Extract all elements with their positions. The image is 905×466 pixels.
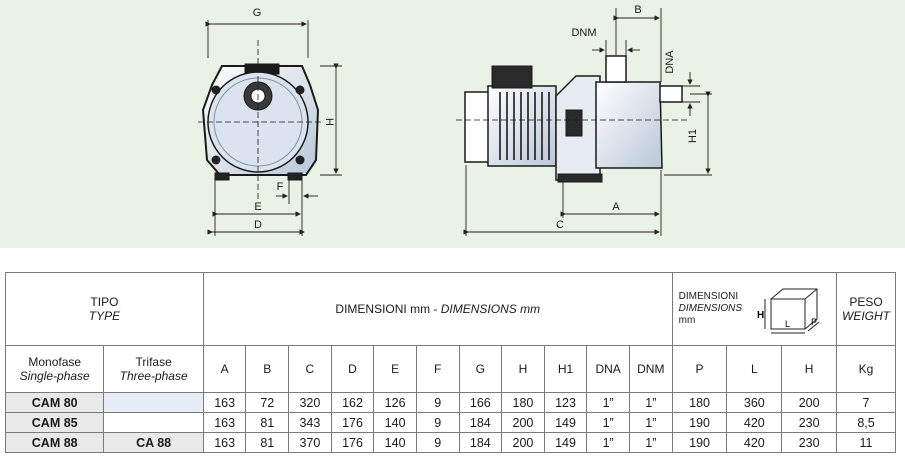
col-header: DNM [628, 345, 673, 393]
dim-label-g: G [253, 7, 262, 19]
dim-label-b: B [634, 4, 641, 16]
packing-dimensions-header: DIMENSIONI DIMENSIONS mm H L P [671, 272, 838, 346]
weight-header: PESO WEIGHT [836, 272, 896, 346]
table-cell: 184 [458, 412, 503, 433]
table-cell: 7 [836, 392, 896, 413]
col-header: Kg [836, 345, 896, 393]
svg-text:L: L [785, 319, 790, 329]
table-cell: 72 [245, 392, 290, 413]
col-header: H [781, 345, 838, 393]
packing-box-icon: H L P [757, 288, 819, 334]
model-three-phase [103, 392, 204, 413]
dim-label-f: F [277, 181, 284, 193]
table-cell: 200 [501, 432, 545, 453]
table-cell: 1” [586, 432, 630, 453]
table-cell: 230 [781, 412, 838, 433]
table-cell: 9 [415, 432, 460, 453]
table-cell: 149 [543, 432, 588, 453]
col-header: L [726, 345, 783, 393]
table-cell: 81 [245, 412, 290, 433]
table-cell: 370 [288, 432, 332, 453]
table-cell: 149 [543, 412, 588, 433]
col-header: P [671, 345, 728, 393]
table-cell: 1” [586, 412, 630, 433]
table-cell: 163 [202, 392, 247, 413]
table-cell: 163 [202, 432, 247, 453]
table-cell: 123 [543, 392, 588, 413]
dim-label-c: C [556, 219, 564, 231]
table-cell: 126 [373, 392, 417, 413]
pump-side-view [456, 55, 690, 183]
table-cell: 360 [726, 392, 783, 413]
table-cell: 1” [586, 392, 630, 413]
dim-label-h1: H1 [687, 129, 699, 143]
table-header-row: TIPO TYPE DIMENSIONI mm - DIMENSIONS mm … [5, 272, 896, 346]
table-cell: 140 [373, 412, 417, 433]
col-header: A [202, 345, 247, 393]
dim-label-e: E [254, 201, 261, 213]
model-three-phase: CA 88 [103, 432, 204, 453]
dim-label-dnm: DNM [571, 27, 596, 39]
pump-drawing: G H F E D [198, 4, 712, 236]
table-cell: 190 [671, 412, 728, 433]
table-row: CAM 80 163 72 320 162 126 9 166 180 123 … [4, 392, 896, 413]
table-cell: 163 [202, 412, 247, 433]
type-header: TIPO TYPE [5, 272, 204, 346]
col-header: B [245, 345, 290, 393]
table-row: CAM 88 CA 88 163 81 370 176 140 9 184 20… [4, 432, 896, 453]
side-dimension-lines [463, 8, 712, 236]
dim-label-a: A [612, 201, 620, 213]
table-cell: 343 [288, 412, 332, 433]
table-cell: 1” [628, 412, 673, 433]
table-cell: 166 [458, 392, 503, 413]
table-subheader-row: Monofase Single-phase Trifase Three-phas… [4, 345, 896, 393]
table-cell: 11 [836, 432, 896, 453]
table-cell: 200 [781, 392, 838, 413]
table-cell: 9 [415, 412, 460, 433]
model-single-phase: CAM 85 [4, 412, 105, 433]
col-header: H [501, 345, 545, 393]
table-row: CAM 85 163 81 343 176 140 9 184 200 149 … [4, 412, 896, 433]
table-cell: 81 [245, 432, 290, 453]
svg-text:P: P [811, 317, 817, 327]
dim-label-h: H [323, 118, 335, 126]
table-cell: 8,5 [836, 412, 896, 433]
dimensions-table: TIPO TYPE DIMENSIONI mm - DIMENSIONS mm … [4, 272, 896, 453]
table-cell: 9 [415, 392, 460, 413]
table-cell: 140 [373, 432, 417, 453]
table-cell: 176 [330, 412, 375, 433]
table-cell: 320 [288, 392, 332, 413]
svg-text:H: H [757, 310, 764, 321]
col-header: G [458, 345, 503, 393]
model-single-phase: CAM 88 [4, 432, 105, 453]
table-cell: 1” [628, 432, 673, 453]
model-three-phase [103, 412, 204, 433]
table-cell: 190 [671, 432, 728, 453]
col-header: E [373, 345, 417, 393]
table-cell: 176 [330, 432, 375, 453]
col-header: F [415, 345, 460, 393]
three-phase-header: Trifase Three-phase [103, 345, 204, 393]
col-header: DNA [586, 345, 630, 393]
table-cell: 162 [330, 392, 375, 413]
single-phase-header: Monofase Single-phase [4, 345, 105, 393]
dim-label-d: D [254, 219, 262, 231]
pump-front-view [198, 40, 322, 200]
table-cell: 184 [458, 432, 503, 453]
model-single-phase: CAM 80 [4, 392, 105, 413]
table-cell: 1” [628, 392, 673, 413]
col-header: D [330, 345, 375, 393]
technical-drawing-panel: G H F E D [0, 0, 905, 248]
col-header: H1 [543, 345, 588, 393]
col-header: C [288, 345, 332, 393]
table-cell: 180 [501, 392, 545, 413]
front-dimension-lines [205, 20, 342, 236]
table-cell: 420 [726, 432, 783, 453]
table-cell: 230 [781, 432, 838, 453]
dim-label-dna: DNA [664, 50, 676, 74]
table-cell: 200 [501, 412, 545, 433]
dimensions-header: DIMENSIONI mm - DIMENSIONS mm [202, 272, 673, 346]
table-cell: 420 [726, 412, 783, 433]
table-cell: 180 [671, 392, 728, 413]
